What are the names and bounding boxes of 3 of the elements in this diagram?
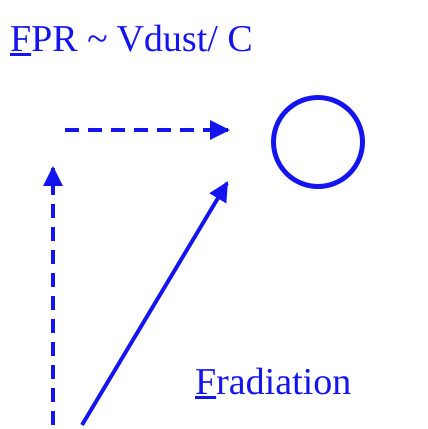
force-label: Fradiation [195,363,352,401]
formula-label: FPR ~ Vdust/ C [10,20,253,58]
circle-shape [271,95,365,189]
